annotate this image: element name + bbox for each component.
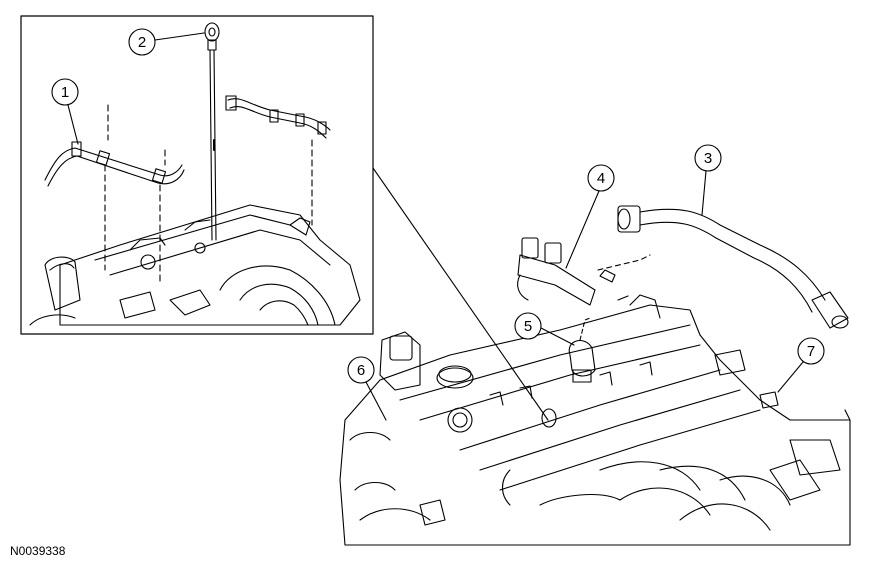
pcv-tube-item-3 xyxy=(617,205,849,329)
callout-3: 3 xyxy=(694,144,722,216)
valve-cover xyxy=(339,294,851,546)
callout-6-label: 6 xyxy=(357,362,365,379)
callout-2: 2 xyxy=(128,28,205,56)
inset-engine xyxy=(29,204,361,326)
callout-1-label: 1 xyxy=(61,84,69,101)
figure-id: N0039338 xyxy=(10,544,66,558)
inset-leader-line xyxy=(372,167,549,421)
sensor-bracket-item-4 xyxy=(517,237,651,306)
callout-4-label: 4 xyxy=(597,170,605,187)
hose-item-1 xyxy=(44,104,185,286)
callout-2-label: 2 xyxy=(138,34,146,51)
callout-4: 4 xyxy=(565,164,615,269)
callout-5-label: 5 xyxy=(524,318,532,335)
detail-inset: 1 2 xyxy=(20,15,549,421)
callout-7: 7 xyxy=(777,337,825,393)
main-engine-view: 3 4 5 6 7 xyxy=(339,144,851,546)
inset-frame xyxy=(20,15,374,335)
inset-wiring-harness xyxy=(225,95,331,226)
callout-1: 1 xyxy=(51,78,79,145)
callout-3-label: 3 xyxy=(704,150,712,167)
callout-5: 5 xyxy=(514,312,575,346)
dipstick-item-2 xyxy=(204,22,220,241)
callout-7-label: 7 xyxy=(807,343,815,360)
callout-6: 6 xyxy=(347,356,387,421)
